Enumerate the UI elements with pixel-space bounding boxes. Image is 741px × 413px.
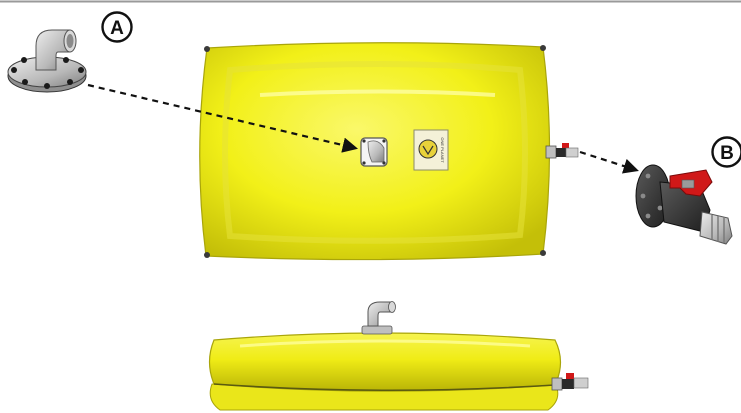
callout-b-badge: B	[713, 138, 741, 167]
tank-side-view	[210, 333, 561, 410]
callout-b-label: B	[720, 143, 734, 164]
callout-a-label: A	[110, 18, 124, 39]
tank-side-fitting	[362, 302, 396, 335]
tank-id-label-text: ONE PLANET	[440, 137, 445, 163]
tank-top-fitting	[361, 138, 387, 166]
valve-assembly-part	[636, 165, 732, 244]
callout-a-badge: A	[103, 13, 132, 42]
callout-b-arrow	[580, 152, 636, 170]
elbow-fitting-part	[8, 30, 86, 92]
tank-id-label: ONE PLANET	[414, 130, 448, 170]
tank-top-drain-valve	[546, 143, 578, 158]
